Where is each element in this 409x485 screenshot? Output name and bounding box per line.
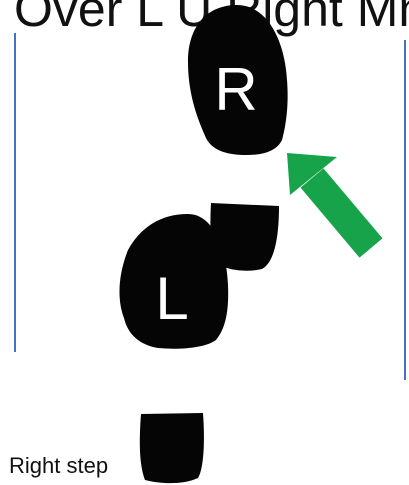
caption: Right step [9,453,109,478]
arrow-shaft [300,168,383,258]
direction-arrow [287,153,383,258]
right-footprint: R [188,5,288,271]
left-footprint: L [119,214,229,484]
left-foot-letter: L [155,265,188,332]
left-sole [119,214,229,349]
arrow-head [287,153,337,195]
right-divider [404,40,406,380]
right-heel [210,203,279,271]
right-sole [188,5,288,155]
right-foot-letter: R [214,56,257,123]
left-heel [139,413,204,484]
left-divider [14,33,16,352]
